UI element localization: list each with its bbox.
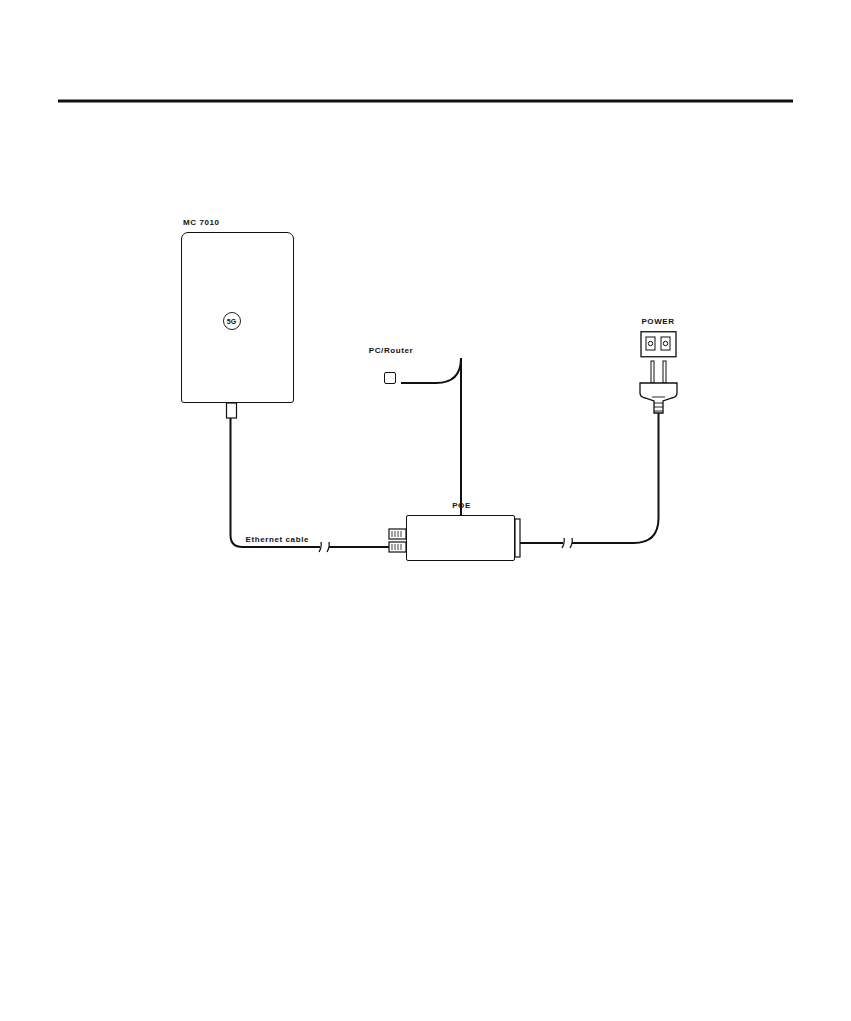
plug-prong bbox=[651, 361, 654, 383]
plug-grip bbox=[652, 397, 665, 411]
node-heading: PC/Router bbox=[369, 346, 414, 355]
socket-hole bbox=[648, 341, 652, 345]
cable-label: Ethernet cable bbox=[245, 535, 311, 544]
plug-body bbox=[640, 383, 677, 413]
socket-slot bbox=[661, 337, 670, 350]
outlet-plug-drawing bbox=[632, 331, 684, 421]
cable-line bbox=[231, 403, 407, 547]
node-heading: POE bbox=[452, 501, 471, 510]
plug-cord bbox=[658, 413, 660, 421]
pc-router-plug: PC/Router bbox=[384, 372, 396, 384]
top-rule bbox=[58, 100, 793, 103]
device-connector bbox=[227, 403, 237, 418]
node-heading: MC 7010 bbox=[183, 218, 220, 227]
socket-plate bbox=[641, 332, 676, 357]
socket-hole bbox=[663, 341, 667, 345]
plug-prong bbox=[663, 361, 666, 383]
poe-injector: POE bbox=[406, 515, 515, 561]
router-housing: MC 70105G bbox=[181, 232, 294, 403]
socket-slot bbox=[646, 337, 655, 350]
node-heading: POWER bbox=[641, 317, 674, 326]
logo-badge: 5G bbox=[223, 312, 241, 330]
power-outlet: POWER bbox=[632, 331, 684, 421]
cable-line bbox=[520, 421, 659, 543]
